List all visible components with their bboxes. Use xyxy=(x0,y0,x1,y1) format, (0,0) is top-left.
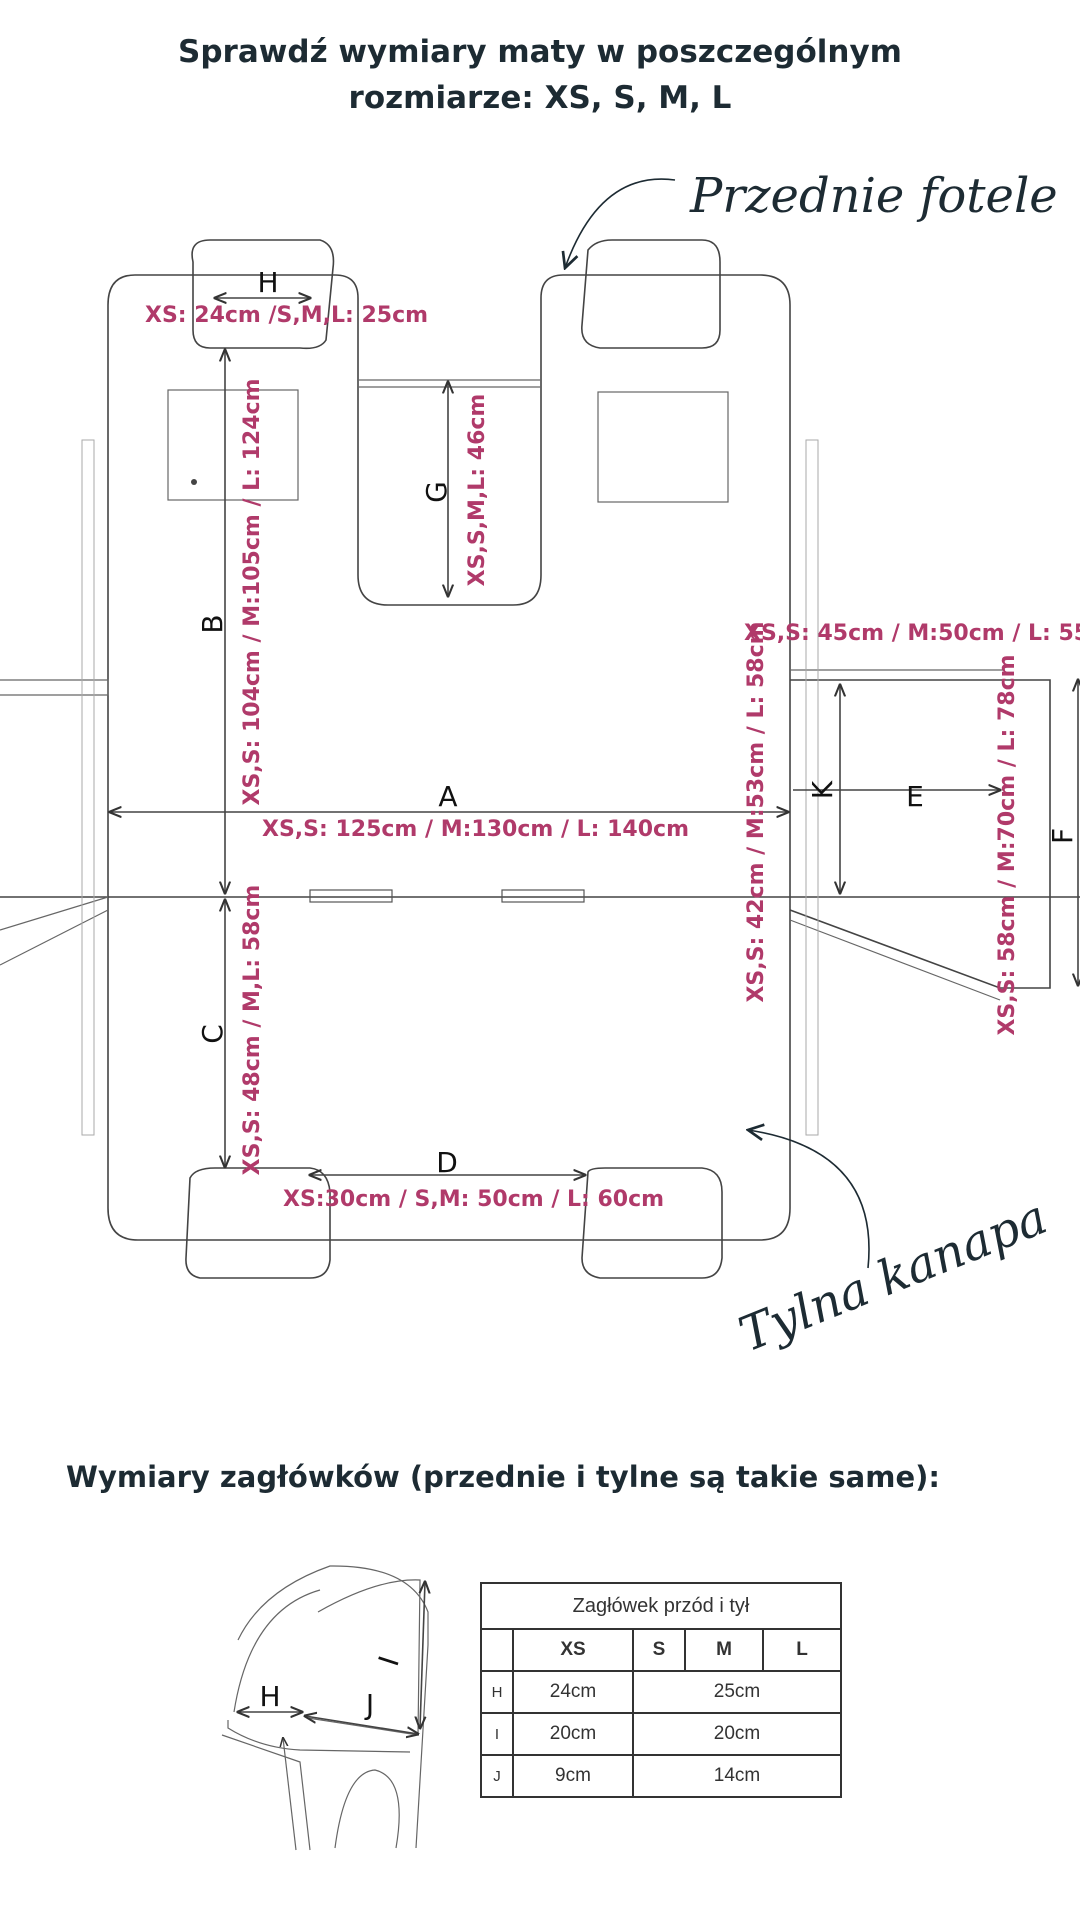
rear-left-headrest xyxy=(185,1167,331,1279)
velcro-strap-right xyxy=(501,889,585,903)
front-right-headrest xyxy=(581,239,721,349)
dim-h: XS: 24cm /S,M,L: 25cm xyxy=(145,303,428,328)
label-f: F xyxy=(1046,828,1079,844)
label-c: C xyxy=(196,1024,229,1044)
right-pocket xyxy=(597,391,729,503)
right-side-flap xyxy=(789,679,1051,989)
col-xs: XS xyxy=(512,1628,634,1672)
col-l: L xyxy=(762,1628,842,1672)
label-a: A xyxy=(438,780,457,813)
headrest-detail-drawing: H J I xyxy=(221,1565,428,1851)
front-left-headrest xyxy=(191,239,335,350)
dim-b: XS,S: 104cm / M:105cm / L: 124cm xyxy=(240,378,265,805)
label-b: B xyxy=(196,614,229,633)
label-g: G xyxy=(420,481,453,503)
label-e: E xyxy=(906,780,924,813)
front-seats-arrow xyxy=(565,178,676,268)
left-pocket xyxy=(167,389,299,501)
col-s: S xyxy=(632,1628,686,1672)
headrest-size-table: Zagłówek przód i tył XS S M L H 24cm 25c… xyxy=(480,1582,842,1798)
table-row: J 9cm 14cm xyxy=(480,1754,842,1798)
rear-right-headrest xyxy=(581,1167,723,1279)
dim-k: XS,S: 42cm / M:53cm / L: 58cm xyxy=(744,621,769,1002)
page-title-line1: Sprawdź wymiary maty w poszczególnym xyxy=(178,34,902,70)
dim-g: XS,S,M,L: 46cm xyxy=(465,394,490,587)
rear-bench-arrow xyxy=(748,1130,870,1269)
headrest-section-heading: Wymiary zagłówków (przednie i tylne są t… xyxy=(66,1460,940,1494)
page-title-line2: rozmiarze: XS, S, M, L xyxy=(348,80,732,116)
dim-c: XS,S: 48cm / M,L: 58cm xyxy=(240,885,265,1176)
table-row: H 24cm 25cm xyxy=(480,1670,842,1714)
dim-d: XS:30cm / S,M: 50cm / L: 60cm xyxy=(283,1187,664,1212)
table-row: I 20cm 20cm xyxy=(480,1712,842,1756)
table-caption: Zagłówek przód i tył xyxy=(480,1582,842,1630)
dim-f: XS,S: 58cm / M:70cm / L: 78cm xyxy=(995,654,1020,1035)
label-d: D xyxy=(436,1146,458,1179)
label-h: H xyxy=(257,266,278,299)
detail-label-h: H xyxy=(259,1680,280,1713)
annotation-rear-bench: Tylna kanapa xyxy=(732,1189,1055,1363)
dim-a: XS,S: 125cm / M:130cm / L: 140cm xyxy=(262,817,689,842)
velcro-strap-left xyxy=(309,889,393,903)
dim-e: XS,S: 45cm / M:50cm / L: 55cm xyxy=(744,621,1080,646)
col-m: M xyxy=(684,1628,764,1672)
detail-label-i: I xyxy=(372,1652,406,1670)
mat-outline xyxy=(107,274,791,1241)
annotation-front-seats: Przednie fotele xyxy=(689,168,1058,224)
label-k: K xyxy=(806,780,839,799)
detail-label-j: J xyxy=(364,1688,374,1721)
